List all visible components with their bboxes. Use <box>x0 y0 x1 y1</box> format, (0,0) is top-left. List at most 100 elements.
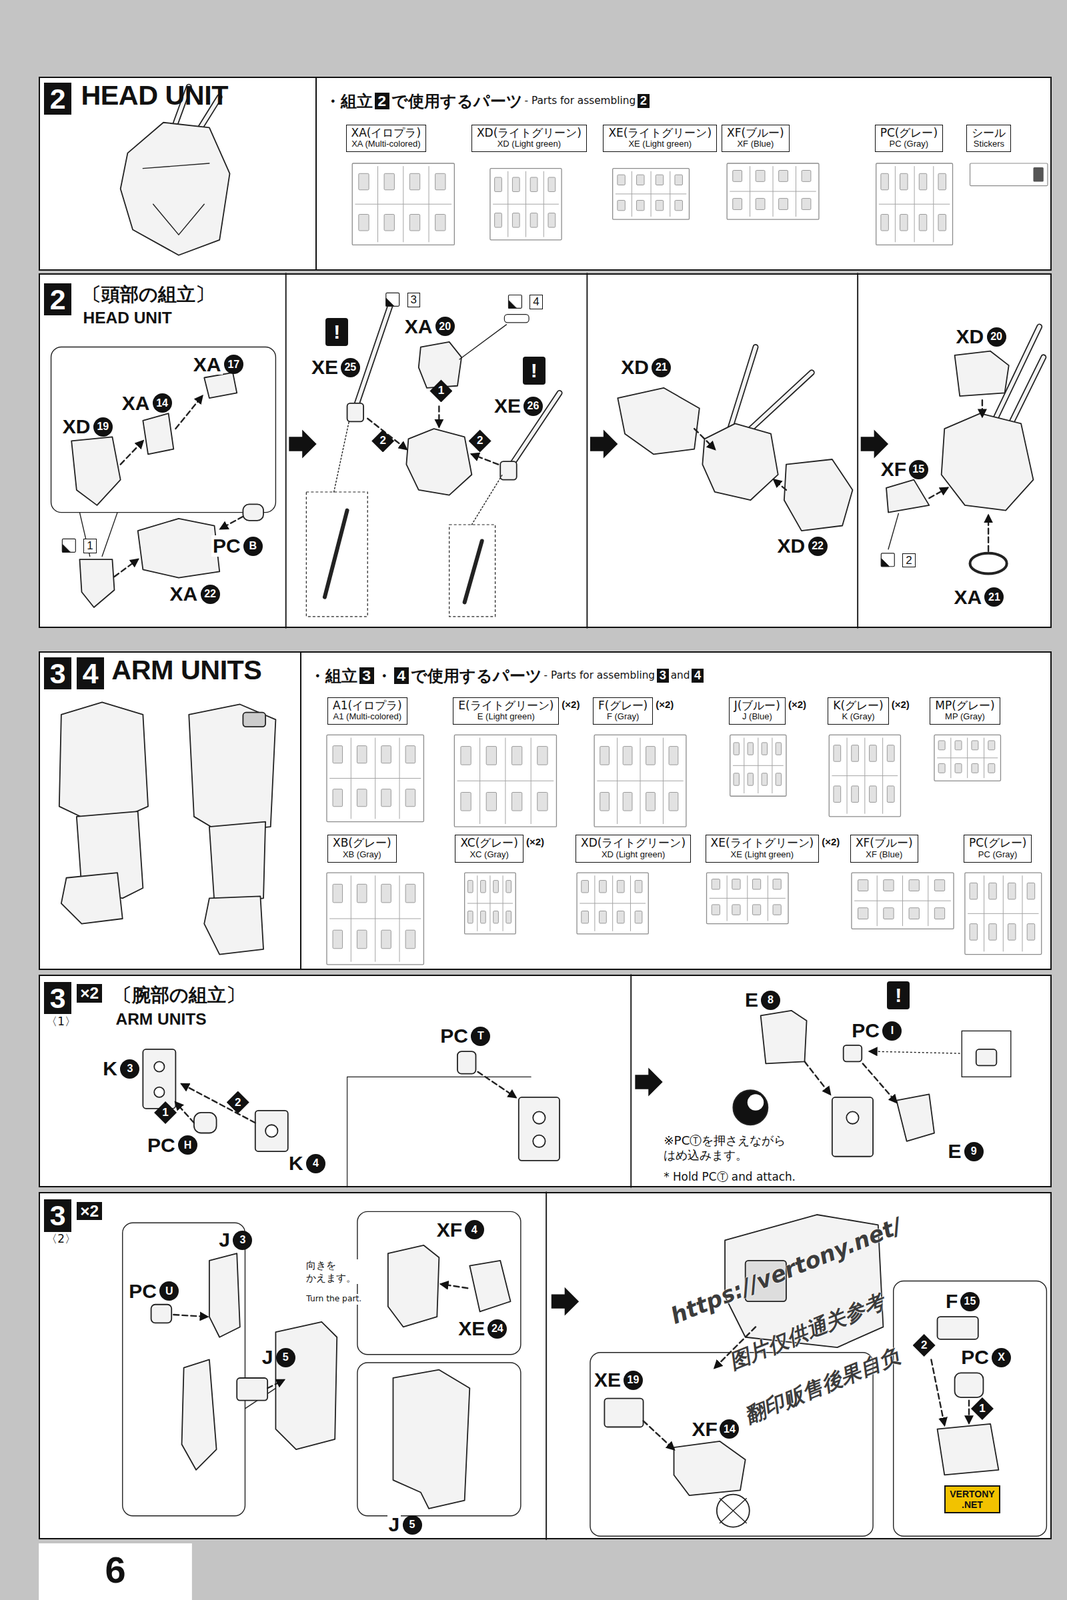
runner-label: XA(イロプラ)XA (Multi-colored) <box>346 124 427 153</box>
runner-drawing <box>512 213 520 228</box>
runner-drawing <box>617 174 625 185</box>
assembly-arrow <box>175 1103 195 1124</box>
part-number: XF <box>690 1419 719 1441</box>
part-drawing <box>954 351 1009 397</box>
sticker-icon <box>62 538 76 553</box>
assembly-arrow <box>220 516 244 529</box>
runner-drawing <box>761 742 767 755</box>
number-badge: 3 <box>656 668 669 683</box>
runner-drawing <box>726 163 819 220</box>
part-number: XF <box>435 1219 464 1242</box>
runner-drawing <box>954 763 962 773</box>
small-text: 〈2〉 <box>46 1232 77 1246</box>
runner-drawing <box>615 193 687 195</box>
step-arrow <box>860 430 889 459</box>
runner-drawing <box>358 173 369 190</box>
runner-label: XD(ライトグリーン)XD (Light green) <box>471 124 587 153</box>
runner-drawing <box>460 746 471 766</box>
part-number: XA <box>192 354 223 376</box>
head-illustration <box>120 122 231 256</box>
part-drawing <box>255 1111 289 1152</box>
inset-frame <box>357 1363 521 1517</box>
runner-drawing <box>512 177 520 192</box>
runner-drawing <box>454 734 557 827</box>
runner-drawing <box>674 200 683 211</box>
runner-drawing <box>752 879 761 890</box>
head-illustration <box>142 163 210 169</box>
runner-name: XF(ブルー) <box>855 836 913 851</box>
number-badge: 3 <box>44 982 72 1015</box>
runner-drawing <box>622 746 633 766</box>
runner-drawing <box>755 198 765 211</box>
runner-name-english: K (Gray) <box>832 712 883 723</box>
leader-line <box>334 420 350 493</box>
part-callout-number: 25 <box>340 358 361 378</box>
runner-drawing <box>988 882 997 899</box>
step-panel: 2〔頭部の組立〕HEAD UNIT <box>38 273 1052 628</box>
panel-ground <box>38 1192 1052 1540</box>
part-drawing <box>79 559 115 608</box>
inset-frame <box>122 1223 246 1516</box>
leader-line <box>869 1051 960 1054</box>
runner-drawing <box>732 198 743 211</box>
runner-drawing <box>732 879 741 890</box>
assembly-arrow <box>438 406 440 427</box>
runner-drawing <box>775 742 781 755</box>
heading-text: ・組立 <box>309 666 358 686</box>
runner-name-english: PC (Gray) <box>968 850 1027 861</box>
runner-label: E(ライトグリーン)E (Light green)(×2) <box>452 697 559 725</box>
runner-drawing <box>330 918 421 919</box>
part-drawing <box>406 428 472 496</box>
runner-drawing <box>537 746 548 766</box>
runner-name: MP(グレー) <box>934 699 995 713</box>
number-badge: 3 <box>359 667 375 685</box>
sticker-icon <box>880 558 889 567</box>
step-arrow <box>288 430 317 459</box>
runner-name-english: XF (Blue) <box>726 139 785 150</box>
number-badge: 2 <box>44 283 72 316</box>
runner-drawing <box>384 214 395 231</box>
panel-divider <box>285 273 287 628</box>
runner-drawing <box>358 214 369 231</box>
inset-frame <box>357 1211 521 1355</box>
runner-drawing <box>883 880 894 892</box>
small-text: 〈1〉 <box>46 1014 77 1029</box>
sticker-icon <box>386 292 400 307</box>
runner-drawing <box>480 911 487 924</box>
part-callout-number: 22 <box>808 536 828 557</box>
quantity-note: (×2) <box>655 698 674 711</box>
part-drawing <box>617 388 699 455</box>
runner-drawing <box>384 173 395 190</box>
parts-list-panel: ・組立2で使用するパーツ- Parts for assembling2XA(イロ… <box>316 76 1052 271</box>
part-drawing <box>388 1245 440 1328</box>
runner-drawing <box>988 763 995 773</box>
runner-drawing <box>490 168 562 241</box>
runner-drawing <box>332 789 343 807</box>
runner-drawing <box>506 880 512 893</box>
runner-drawing <box>778 198 789 211</box>
number-badge: 2 <box>637 94 650 109</box>
runner-drawing <box>938 173 946 190</box>
runner-drawing <box>594 734 687 827</box>
assembly-arrow <box>471 454 499 465</box>
part-number: K <box>101 1058 119 1080</box>
runner-label: J(ブルー)J (Blue)(×2) <box>728 697 786 725</box>
sticker-icon <box>508 300 517 309</box>
number-badge: 2 <box>44 82 72 115</box>
runner-name: XA(イロプラ) <box>351 126 422 141</box>
part-number: PC <box>438 1025 470 1047</box>
runner-drawing <box>851 745 859 762</box>
runner-drawing <box>732 170 743 183</box>
part-number: XE <box>310 356 340 379</box>
runner-drawing <box>511 792 522 812</box>
part-number: F <box>944 1291 959 1313</box>
runner-drawing <box>851 872 954 929</box>
panel-divider <box>630 974 632 1188</box>
antenna-drawing <box>730 347 756 429</box>
step-arrow <box>634 1068 663 1098</box>
leader-line <box>471 474 503 525</box>
runner-name-english: XE (Light green) <box>608 139 712 150</box>
runner-drawing <box>537 792 548 812</box>
runner-drawing <box>886 786 895 803</box>
runner-drawing <box>908 880 919 892</box>
